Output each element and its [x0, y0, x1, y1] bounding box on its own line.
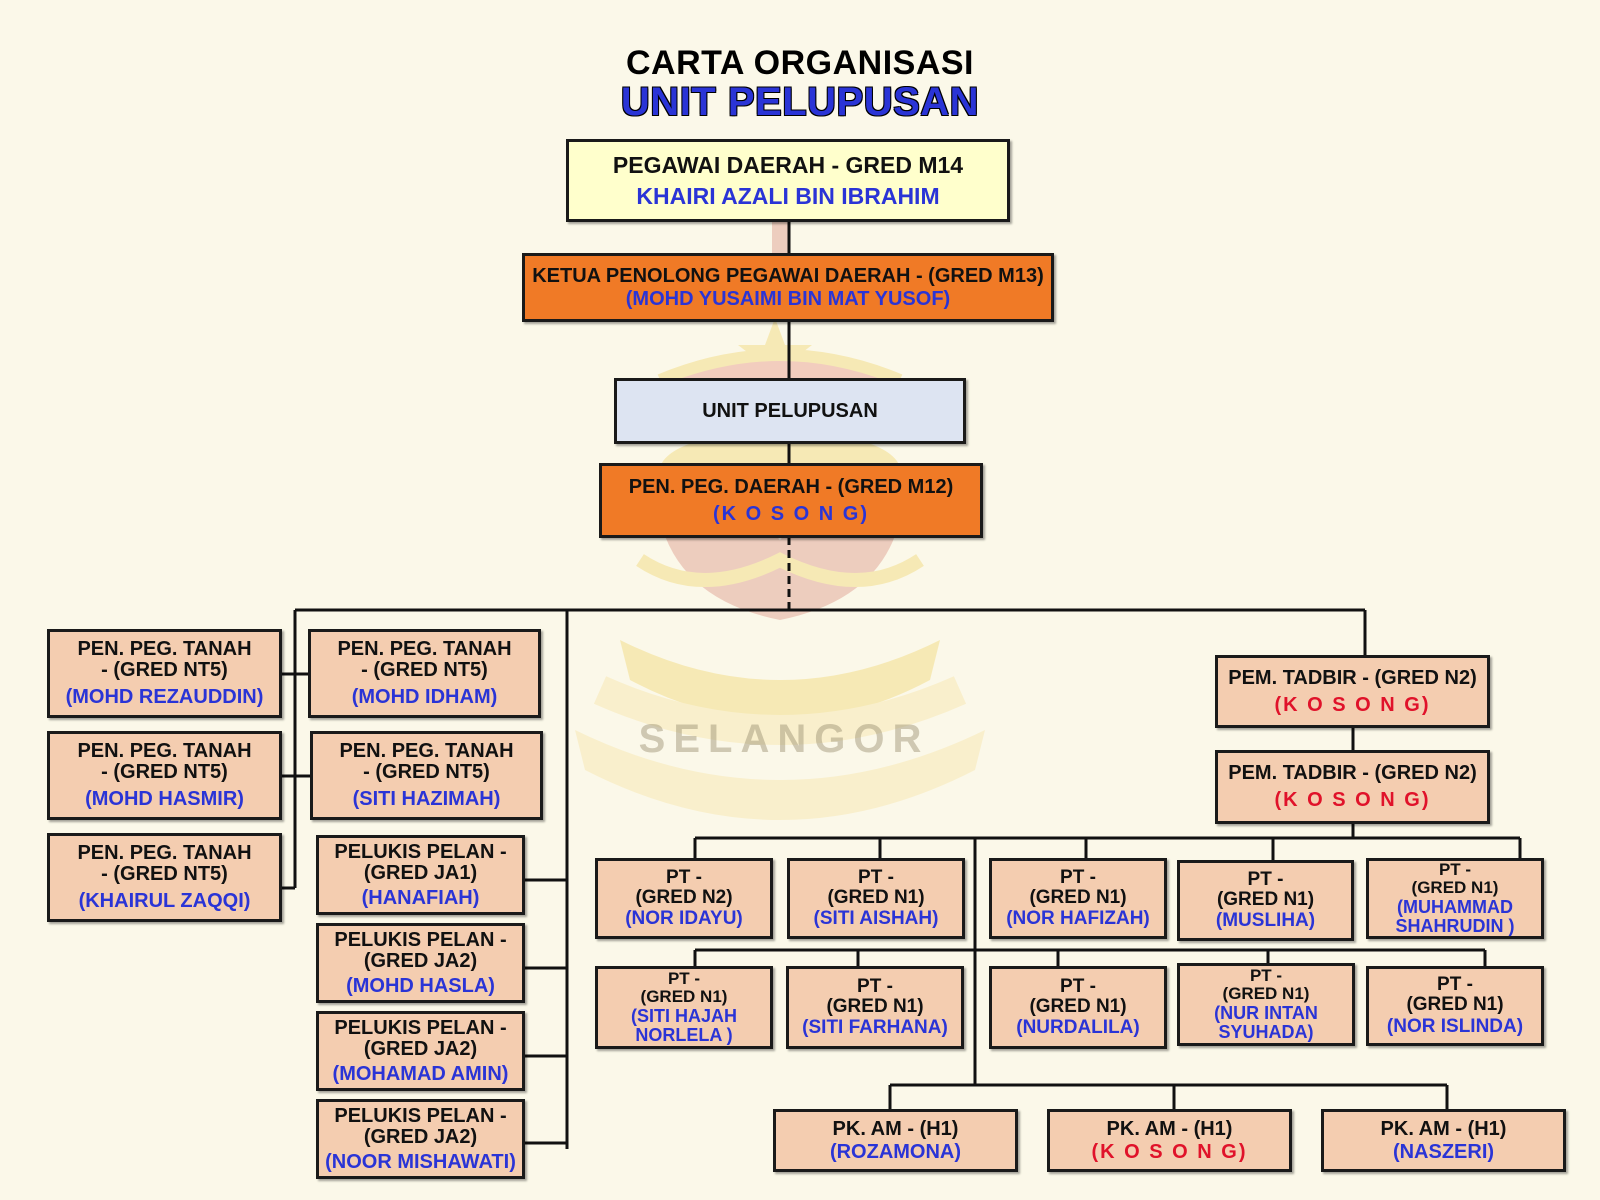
box-pegawai-daerah: PEGAWAI DAERAH - GRED M14 KHAIRI AZALI B… — [566, 139, 1010, 222]
role-label: PT - (GRED N1) — [1216, 868, 1315, 910]
role-label: PT - (GRED N1) — [1222, 965, 1310, 1003]
role-label: PEN. PEG. TANAH - (GRED NT5) — [77, 740, 252, 783]
role-label: PEN. PEG. TANAH - (GRED NT5) — [337, 638, 512, 681]
box-pt-7: PT - (GRED N1) (SITI FARHANA) — [786, 966, 964, 1049]
box-pt-1: PT - (GRED N2) (NOR IDAYU) — [595, 858, 773, 939]
box-pen-peg-tanah-1: PEN. PEG. TANAH - (GRED NT5) (MOHD REZAU… — [47, 629, 282, 718]
role-label: PT - (GRED N1) — [827, 866, 925, 908]
box-pt-9: PT - (GRED N1) (NUR INTAN SYUHADA) — [1177, 963, 1355, 1046]
chart-subtitle: UNIT PELUPUSAN — [620, 80, 980, 124]
box-pk-am-2: PK. AM - (H1) (K O S O N G) — [1047, 1109, 1292, 1172]
box-pen-peg-daerah: PEN. PEG. DAERAH - (GRED M12) (K O S O N… — [599, 463, 983, 538]
box-pem-tadbir-1: PEM. TADBIR - (GRED N2) (K O S O N G) — [1215, 655, 1490, 728]
name-label: (MOHD IDHAM) — [351, 686, 498, 708]
box-pelukis-pelan-1: PELUKIS PELAN - (GRED JA1) (HANAFIAH) — [316, 835, 525, 915]
role-label: PT - (GRED N1) — [1029, 866, 1127, 908]
role-label: KETUA PENOLONG PEGAWAI DAERAH - (GRED M1… — [532, 264, 1044, 287]
box-pt-3: PT - (GRED N1) (NOR HAFIZAH) — [989, 858, 1167, 939]
box-pen-peg-tanah-2: PEN. PEG. TANAH - (GRED NT5) (MOHD HASMI… — [47, 731, 282, 820]
role-label: PELUKIS PELAN - (GRED JA2) — [334, 1104, 507, 1148]
name-label: (NURDALILA) — [1016, 1017, 1140, 1039]
role-label: PT - (GRED N1) — [826, 975, 924, 1017]
box-pt-5: PT - (GRED N1) (MUHAMMAD SHAHRUDIN ) — [1366, 858, 1544, 939]
name-label: (SITI AISHAH) — [813, 908, 939, 930]
role-label: PT - (GRED N1) — [1406, 974, 1504, 1016]
name-label: (K O S O N G) — [1274, 789, 1431, 811]
box-pt-4: PT - (GRED N1) (MUSLIHA) — [1177, 860, 1354, 941]
box-pelukis-pelan-3: PELUKIS PELAN - (GRED JA2) (MOHAMAD AMIN… — [316, 1011, 525, 1091]
box-pt-10: PT - (GRED N1) (NOR ISLINDA) — [1366, 966, 1544, 1046]
box-pen-peg-tanah-5: PEN. PEG. TANAH - (GRED NT5) (SITI HAZIM… — [310, 731, 543, 820]
name-label: (K O S O N G) — [713, 502, 869, 525]
name-label: (MOHD REZAUDDIN) — [65, 686, 264, 708]
name-label: (NOR IDAYU) — [625, 908, 743, 930]
role-label: PK. AM - (H1) — [832, 1117, 959, 1140]
role-label: PEM. TADBIR - (GRED N2) — [1228, 666, 1477, 689]
box-pt-6: PT - (GRED N1) (SITI HAJAH NORLELA ) — [595, 966, 773, 1049]
role-label: PEGAWAI DAERAH - GRED M14 — [612, 152, 964, 179]
name-label: (K O S O N G) — [1274, 693, 1431, 716]
name-label: (ROZAMONA) — [829, 1140, 962, 1163]
box-pt-2: PT - (GRED N1) (SITI AISHAH) — [787, 858, 965, 939]
name-label: (HANAFIAH) — [361, 886, 480, 909]
box-pt-8: PT - (GRED N1) (NURDALILA) — [989, 966, 1167, 1049]
watermark-text: SELANGOR — [639, 717, 930, 761]
role-label: PEN. PEG. TANAH - (GRED NT5) — [77, 842, 252, 885]
box-pen-peg-tanah-3: PEN. PEG. TANAH - (GRED NT5) (KHAIRUL ZA… — [47, 833, 282, 922]
name-label: (NUR INTAN SYUHADA) — [1214, 1003, 1318, 1043]
box-pk-am-3: PK. AM - (H1) (NASZERI) — [1321, 1109, 1566, 1172]
role-label: PT - (GRED N1) — [1411, 859, 1499, 897]
role-label: PT - (GRED N2) — [635, 866, 733, 908]
box-unit-pelupusan: UNIT PELUPUSAN — [614, 378, 966, 444]
role-label: PEN. PEG. DAERAH - (GRED M12) — [628, 475, 954, 498]
role-label: PELUKIS PELAN - (GRED JA2) — [334, 928, 507, 972]
box-pelukis-pelan-2: PELUKIS PELAN - (GRED JA2) (MOHD HASLA) — [316, 923, 525, 1003]
name-label: (NOR HAFIZAH) — [1006, 908, 1150, 930]
unit-label: UNIT PELUPUSAN — [702, 399, 878, 422]
role-label: PK. AM - (H1) — [1106, 1117, 1233, 1140]
role-label: PK. AM - (H1) — [1380, 1117, 1507, 1140]
box-pen-peg-tanah-4: PEN. PEG. TANAH - (GRED NT5) (MOHD IDHAM… — [308, 629, 541, 718]
role-label: PEM. TADBIR - (GRED N2) — [1228, 762, 1477, 784]
name-label: (MOHD YUSAIMI BIN MAT YUSOF) — [625, 287, 951, 310]
name-label: (KHAIRUL ZAQQI) — [78, 890, 251, 912]
name-label: (MOHD HASMIR) — [85, 788, 244, 810]
name-label: (SITI HAZIMAH) — [352, 788, 501, 810]
name-label: (SITI FARHANA) — [802, 1017, 948, 1039]
role-label: PEN. PEG. TANAH - (GRED NT5) — [77, 638, 252, 681]
role-label: PT - (GRED N1) — [1029, 975, 1127, 1017]
box-ketua-penolong: KETUA PENOLONG PEGAWAI DAERAH - (GRED M1… — [522, 253, 1054, 322]
role-label: PELUKIS PELAN - (GRED JA2) — [334, 1016, 507, 1060]
name-label: (MUHAMMAD SHAHRUDIN ) — [1395, 897, 1515, 937]
name-label: (K O S O N G) — [1091, 1140, 1248, 1163]
box-pem-tadbir-2: PEM. TADBIR - (GRED N2) (K O S O N G) — [1215, 750, 1490, 824]
name-label: (SITI HAJAH NORLELA ) — [630, 1006, 737, 1046]
role-label: PT - (GRED N1) — [640, 968, 728, 1006]
role-label: PELUKIS PELAN - (GRED JA1) — [334, 840, 507, 884]
role-label: PEN. PEG. TANAH - (GRED NT5) — [339, 740, 514, 783]
name-label: (NOR ISLINDA) — [1386, 1015, 1524, 1037]
name-label: (MOHD HASLA) — [346, 974, 495, 997]
name-label: (NASZERI) — [1392, 1140, 1495, 1163]
name-label: (MOHAMAD AMIN) — [332, 1062, 509, 1085]
name-label: (MUSLIHA) — [1215, 910, 1316, 932]
name-label: KHAIRI AZALI BIN IBRAHIM — [636, 182, 940, 209]
box-pk-am-1: PK. AM - (H1) (ROZAMONA) — [773, 1109, 1018, 1172]
box-pelukis-pelan-4: PELUKIS PELAN - (GRED JA2) (NOOR MISHAWA… — [316, 1099, 525, 1179]
chart-title: CARTA ORGANISASI — [626, 44, 974, 82]
name-label: (NOOR MISHAWATI) — [325, 1150, 516, 1173]
